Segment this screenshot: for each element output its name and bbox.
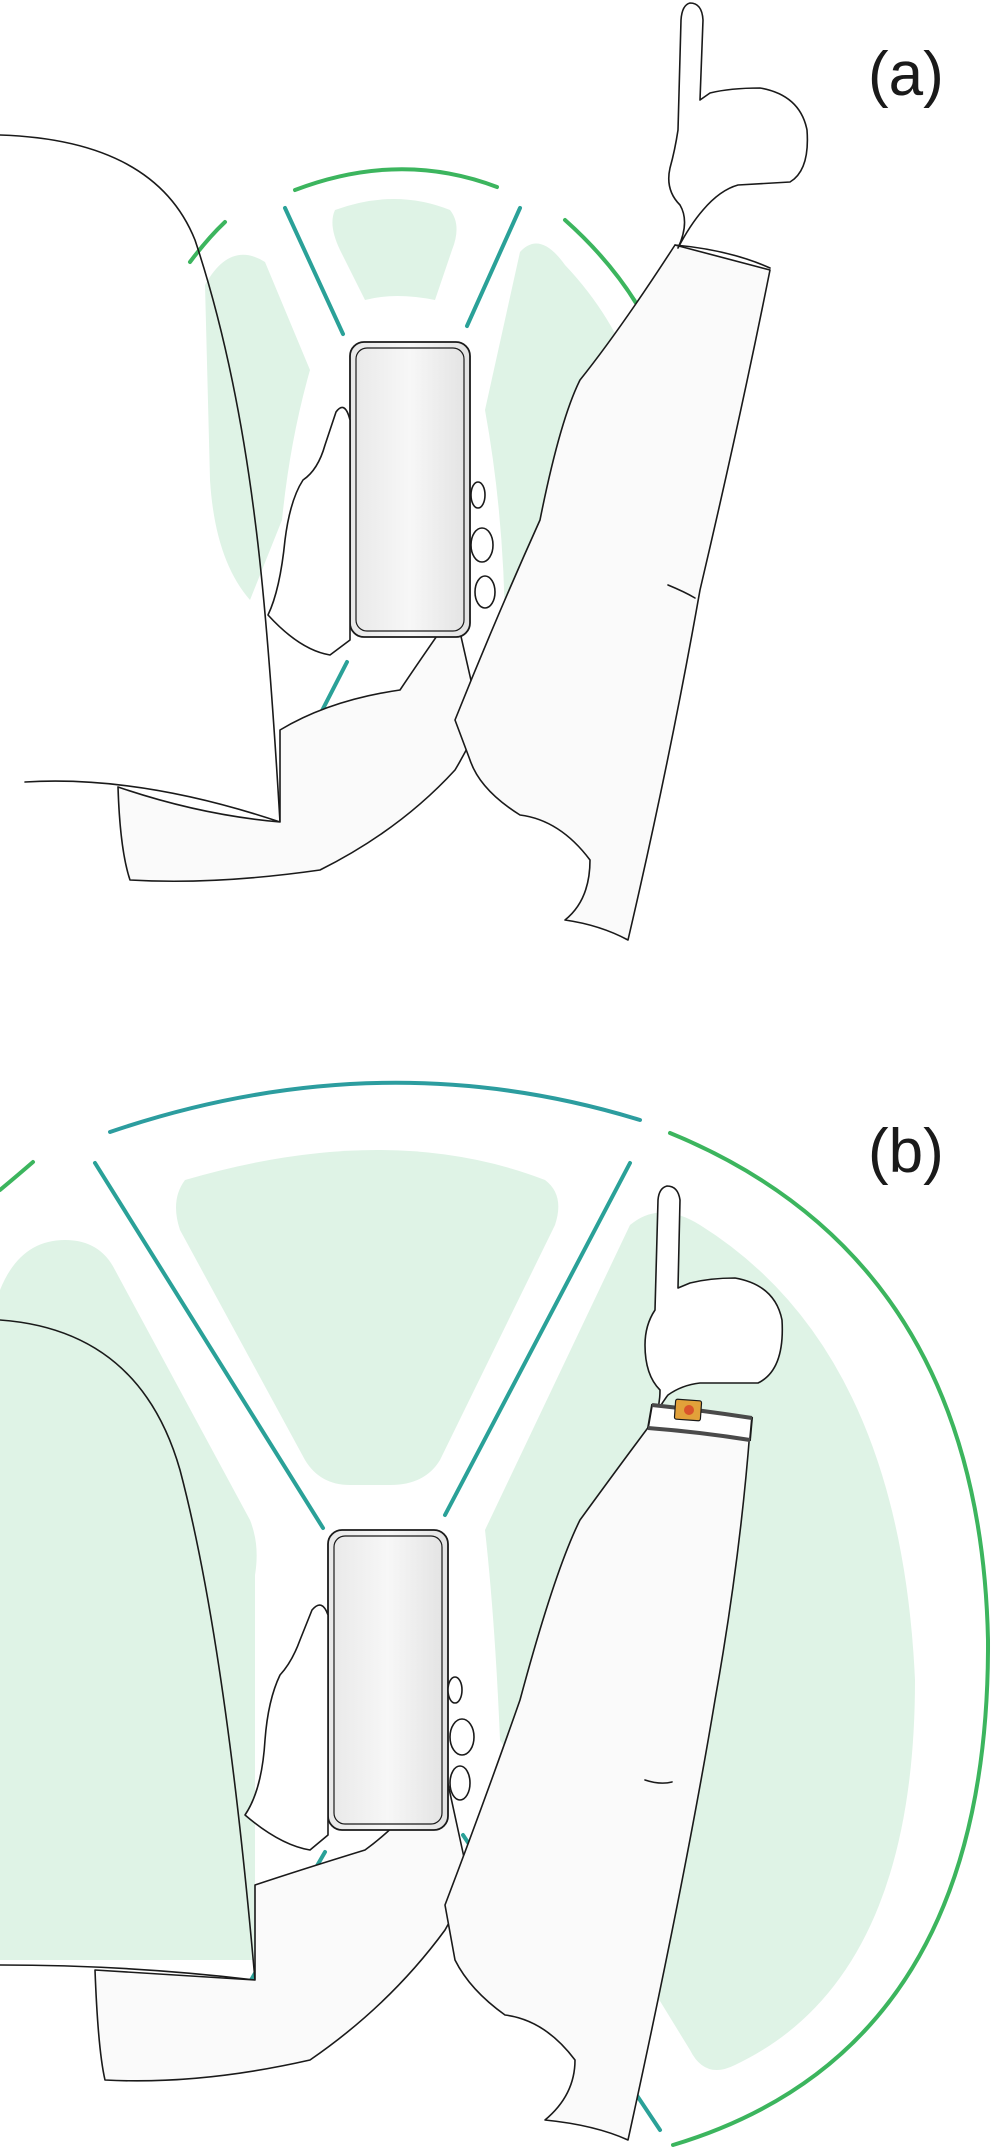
wristband-sensor [684,1405,694,1415]
zone-b-left [0,1240,257,1960]
smartphone-b [327,1529,449,1831]
raised-hand-b [644,1185,784,1424]
wristband [646,1398,754,1442]
divider-b-right-top [443,1161,632,1517]
arc-top [293,167,499,192]
divider-left-top [283,206,345,336]
holding-hand-b [244,1604,329,1851]
raised-arm-b-sleeve [444,1424,751,2141]
smartphone-b-screen [333,1535,443,1825]
panel-label-a: (a) [868,40,944,109]
torso-outline [0,134,281,823]
holding-forearm-b [94,1769,471,2082]
zone-left [205,254,310,600]
divider-right-top [465,206,522,328]
panel-a: (a) [0,2,944,941]
wristband-stripe-bottom [647,1426,751,1442]
arc-b-top [108,1080,642,1134]
zone-b-top [176,1150,559,1485]
divider-b-left-top [93,1161,325,1530]
smartphone [349,341,471,638]
torso-b-hem [0,1964,256,1981]
torso-b-outline [0,1319,256,1981]
finger-b-3 [447,1676,463,1704]
holding-hand [267,406,351,656]
finger-2 [474,575,496,609]
torso-hem [24,780,281,823]
smartphone-screen [355,347,465,632]
holding-forearm [117,609,481,883]
raised-arm-sleeve [454,244,771,941]
finger-b-2 [449,1765,471,1801]
finger-b-1 [449,1718,475,1756]
cuff-line [674,244,771,269]
arc-b-right [668,1131,991,2147]
raised-hand [667,2,809,249]
arc-left [188,220,227,264]
elbow-crease-b [644,1779,673,1784]
zone-top [332,199,457,300]
panel-b: (b) [0,1080,991,2147]
elbow-crease [667,584,696,599]
finger-3 [470,481,486,509]
panel-label-b: (b) [868,1117,944,1186]
finger-1 [470,527,494,563]
arc-b-left [0,1160,35,1192]
